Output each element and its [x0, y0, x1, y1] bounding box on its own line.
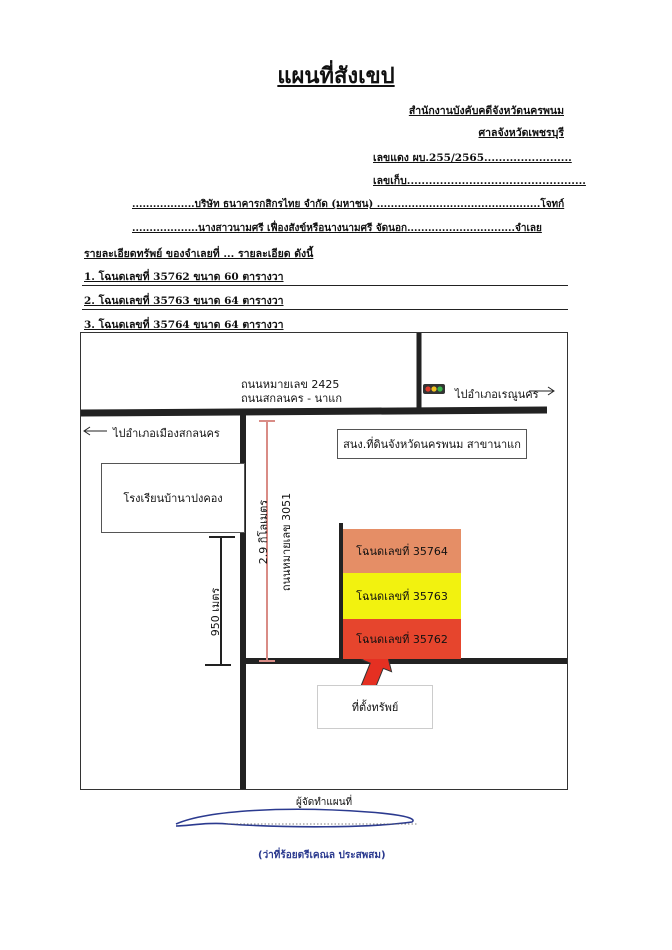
divider — [82, 309, 568, 310]
distance-km-label: 2.9 กิโลเมตร — [257, 499, 270, 565]
property-location-box: ที่ตั้งทรัพย์ — [317, 685, 433, 729]
land-office-box: สนง.ที่ดินจังหวัดนครพนม สาขานาแก — [337, 429, 527, 459]
to-sakon-label: ไปอำเภอเมืองสกลนคร — [113, 427, 220, 440]
map-maker-label: ผู้จัดทำแผนที่ — [296, 797, 353, 808]
signer-name: (ว่าที่ร้อยตรีเคณล ประสพสม) — [258, 850, 386, 861]
defendant-line: ...................นางสาวนามศรี เฟื่องสั… — [132, 223, 542, 234]
office-name: สำนักงานบังคับคดีจังหวัดนครพนม — [408, 105, 564, 117]
plot-35763: โฉนดเลขที่ 35763 — [343, 573, 461, 619]
item-3: 3. โฉนดเลขที่ 35764 ขนาด 64 ตารางวา — [84, 319, 284, 331]
road-2425-label: ถนนหมายเลข 2425 — [241, 378, 340, 391]
red-case-number: เลขแดง ผบ.255/2565......................… — [373, 152, 572, 164]
sketch-map: ถนนหมายเลข 2425 ถนนสกลนคร - นาแก ไปอำเภอ… — [80, 332, 568, 790]
plot-35764: โฉนดเลขที่ 35764 — [343, 529, 461, 573]
court-name: ศาลจังหวัดเพชรบุรี — [478, 127, 565, 139]
distance-m-label: 950 เมตร — [209, 587, 222, 637]
road-2425 — [81, 406, 548, 417]
plaintiff-line: ..................บริษัท ธนาคารกสิกรไทย … — [132, 199, 565, 210]
road-sakon-naka-label: ถนนสกลนคร - นาแก — [241, 392, 343, 405]
school-box: โรงเรียนบ้านาปงคอง — [101, 463, 245, 533]
detail-heading: รายละเอียดทรัพย์ ของจำเลยที่ ... รายละเอ… — [84, 248, 314, 260]
page-title: แผนที่สังเขป — [277, 63, 395, 89]
divider — [82, 285, 568, 286]
to-renu-label: ไปอำเภอเรณูนคร — [455, 388, 539, 401]
item-2: 2. โฉนดเลขที่ 35763 ขนาด 64 ตารางวา — [84, 295, 284, 307]
collection-number: เลขเก็บ.................................… — [373, 175, 586, 187]
traffic-light-icon — [423, 384, 445, 394]
road-3051-label: ถนนหมายเลข 3051 — [280, 492, 293, 592]
plot-35762: โฉนดเลขที่ 35762 — [343, 619, 461, 659]
signature — [175, 808, 418, 828]
item-1: 1. โฉนดเลขที่ 35762 ขนาด 60 ตารางวา — [84, 271, 284, 283]
